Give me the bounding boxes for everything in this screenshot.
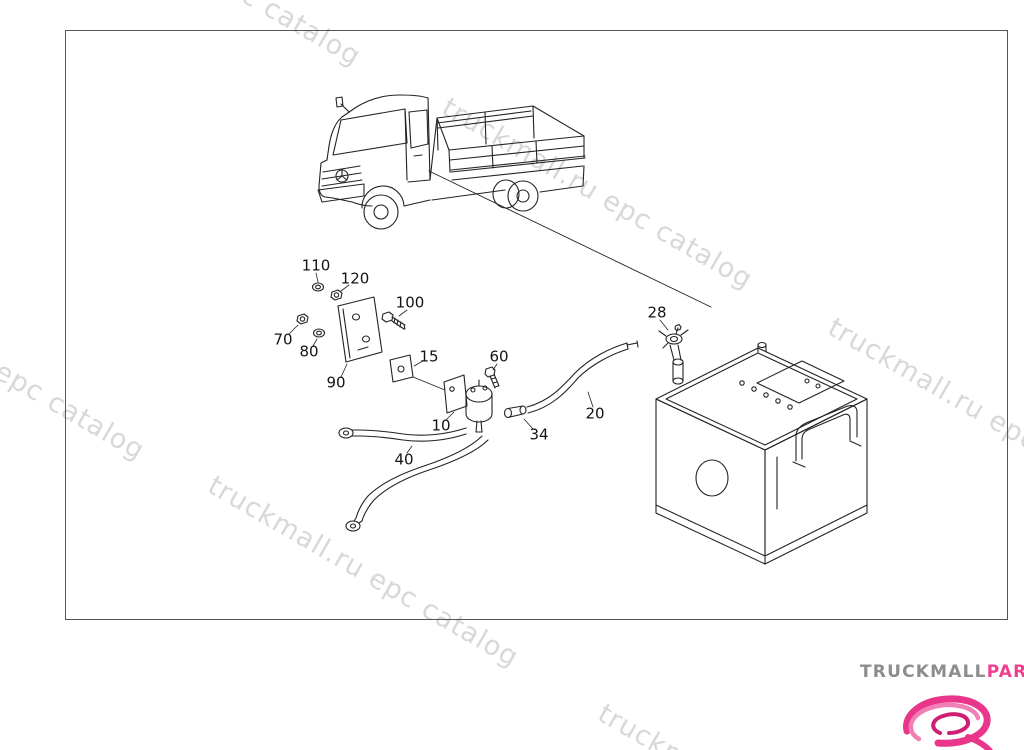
- screw-drawings: [381, 309, 500, 389]
- truck-drawing: [317, 94, 586, 230]
- brand-swirl-icon: [903, 695, 993, 750]
- leader-line: [428, 170, 712, 308]
- part-callout-100[interactable]: 100: [395, 293, 425, 312]
- part-callout-90[interactable]: 90: [326, 373, 346, 392]
- part-callout-15[interactable]: 15: [419, 347, 439, 366]
- cable-40-drawing: [338, 427, 489, 532]
- brand-logo: TRUCKMALLPARTS: [860, 662, 1024, 682]
- connector-drawing: [503, 405, 534, 430]
- part-callout-20[interactable]: 20: [585, 404, 605, 423]
- part-callout-28[interactable]: 28: [647, 303, 667, 322]
- part-callout-60[interactable]: 60: [489, 347, 509, 366]
- relay-drawing: [443, 374, 493, 433]
- battery-drawing: [655, 341, 868, 565]
- part-callout-80[interactable]: 80: [299, 342, 319, 361]
- part-callout-110[interactable]: 110: [301, 256, 331, 275]
- fastener-group: [288, 272, 350, 347]
- diagram-frame: [65, 30, 1008, 620]
- brand-suffix: PARTS: [986, 662, 1024, 682]
- clamp-drawing: [658, 319, 689, 385]
- brand-name: TRUCKMALL: [860, 662, 987, 682]
- plate-drawing: [389, 354, 446, 391]
- cable-20-drawing: [526, 340, 639, 414]
- part-callout-34[interactable]: 34: [529, 425, 549, 444]
- bracket-drawing: [337, 296, 383, 378]
- part-callout-10[interactable]: 10: [431, 416, 451, 435]
- part-callout-120[interactable]: 120: [340, 269, 370, 288]
- part-callout-70[interactable]: 70: [273, 330, 293, 349]
- part-callout-40[interactable]: 40: [394, 450, 414, 469]
